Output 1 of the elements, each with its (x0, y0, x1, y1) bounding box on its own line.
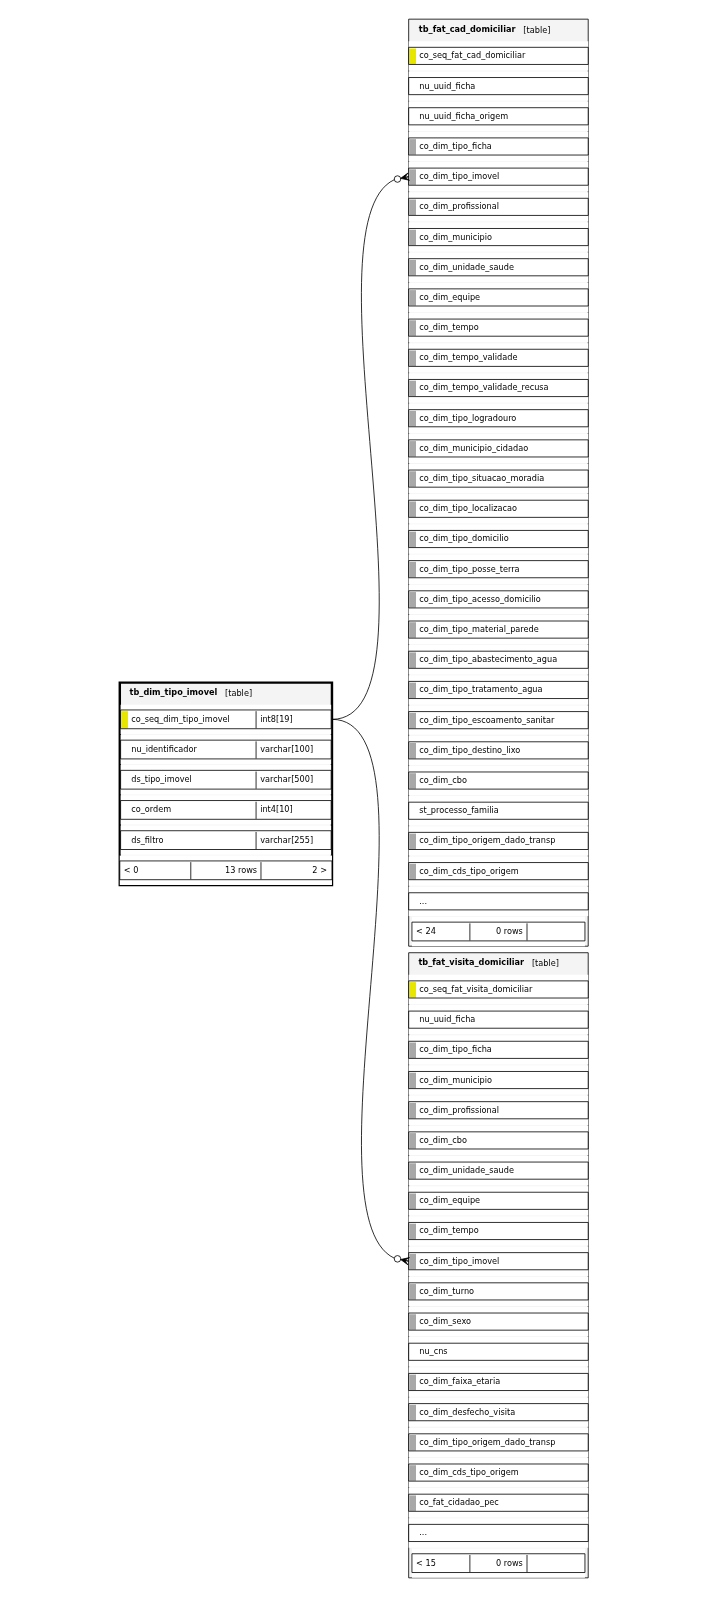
connector (331, 718, 410, 1266)
